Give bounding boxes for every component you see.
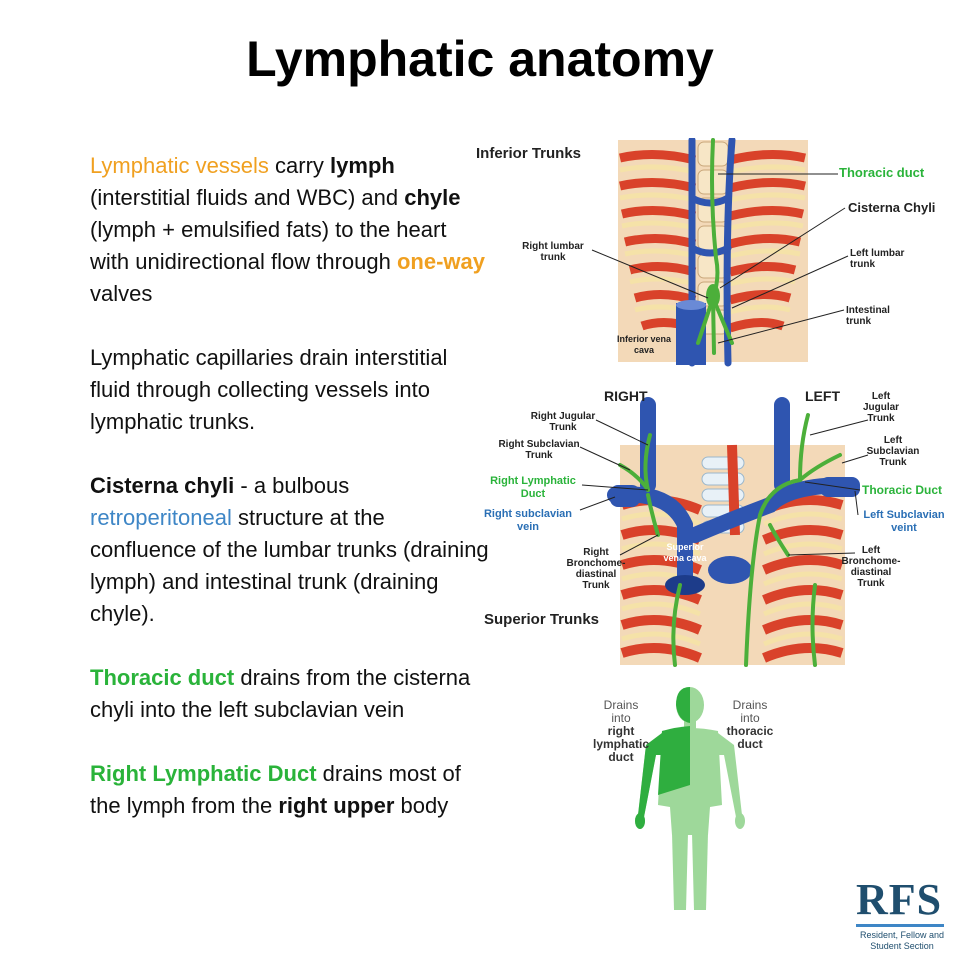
label-thoracic-duct-superior: Thoracic Duct [862, 483, 943, 497]
text-span: drains from the cisterna chyli into the … [90, 665, 471, 722]
text-span: drains most of the lymph from the [90, 761, 461, 818]
drains-left-line4: duct [737, 737, 763, 751]
term-retroperitoneal: retroperitoneal [90, 505, 232, 530]
label-left-subclavian-vein: Left Subclavian veint [863, 509, 945, 534]
label-cisterna-chyli: Cisterna Chyli [848, 200, 936, 215]
label-right-lymphatic-duct: Right Lymphatic Duct [490, 475, 576, 500]
term-lymphatic-vessels: Lymphatic vessels [90, 153, 269, 178]
label-drains-right: Drains into right lymphatic duct [586, 699, 656, 764]
label-right-subclavian-vein: Right subclavian vein [483, 508, 573, 533]
label-intestinal-trunk: Intestinal trunk [846, 305, 890, 327]
body-silhouette [635, 687, 745, 910]
term-cisterna-chyli: Cisterna chyli [90, 473, 235, 498]
label-drains-left: Drains into thoracic duct [718, 699, 782, 751]
figure-body-drainage: Drains into right lymphatic duct Drains … [580, 685, 800, 920]
label-right-lumbar-trunk: Right lumbar trunk [522, 241, 584, 263]
drains-right-line4: lymphatic [592, 737, 649, 751]
paragraph-lymphatic-vessels: Lymphatic vessels carry lymph (interstit… [90, 150, 490, 310]
page-title: Lymphatic anatomy [246, 31, 714, 87]
drains-right-line3: right [607, 724, 635, 738]
label-left-jugular-trunk: Left Jugular Trunk [862, 391, 900, 424]
text-column: Lymphatic vessels carry lymph (interstit… [90, 150, 490, 854]
paragraph-thoracic-duct: Thoracic duct drains from the cisterna c… [90, 662, 490, 726]
term-chyle: chyle [404, 185, 461, 210]
superior-trunks-illustration [579, 397, 869, 667]
inferior-trunks-illustration [591, 138, 849, 367]
drains-left-line1: Drains [732, 698, 768, 712]
label-right-bronchomediastinal-trunk: Right Bronchome-diastinal Trunk [566, 547, 626, 591]
logo-text: RFS [856, 875, 943, 924]
term-one-way: one-way [396, 249, 485, 274]
label-right-jugular-trunk: Right Jugular Trunk [530, 411, 596, 433]
label-superior-trunks: Superior Trunks [484, 611, 600, 628]
figure-inferior-trunks: Inferior Trunks Thoracic duct Cisterna C… [470, 138, 940, 368]
rfs-logo: RFS Resident, Fellow and Student Section [856, 878, 948, 952]
logo-subtitle-1: Resident, Fellow and [859, 930, 945, 940]
label-left-subclavian-trunk: Left Subclavian Trunk [866, 435, 920, 468]
text-span: - a bulbous [234, 473, 350, 498]
paragraph-right-lymphatic-duct: Right Lymphatic Duct drains most of the … [90, 758, 490, 822]
label-left-bronchomediastinal-trunk: Left Bronchome-diastinal Trunk [841, 545, 901, 589]
term-lymph: lymph [330, 153, 395, 178]
term-thoracic-duct: Thoracic duct [90, 665, 235, 690]
text-span: structure at the confluence of the lumba… [90, 505, 489, 626]
paragraph-cisterna-chyli: Cisterna chyli - a bulbous retroperitone… [90, 470, 490, 630]
term-right-upper: right upper [278, 793, 395, 818]
text-span: carry [268, 153, 331, 178]
paragraph-capillaries: Lymphatic capillaries drain interstitial… [90, 342, 490, 438]
drains-right-line1: Drains [603, 698, 639, 712]
drains-left-line2: into [740, 711, 760, 725]
label-thoracic-duct: Thoracic duct [839, 165, 925, 180]
text-span: (interstitial fluids and WBC) and [90, 185, 405, 210]
text-span: (lymph + emulsified fats) to the heart w… [90, 217, 447, 274]
term-right-lymphatic-duct: Right Lymphatic Duct [90, 761, 317, 786]
drains-right-line5: duct [608, 750, 634, 764]
label-right-subclavian-trunk: Right Subclavian Trunk [498, 439, 580, 461]
text-span: body [394, 793, 449, 818]
drains-right-line2: into [611, 711, 631, 725]
label-right-side: RIGHT [604, 388, 648, 404]
logo-divider [856, 924, 944, 927]
label-inferior-vena-cava: Inferior vena cava [616, 334, 672, 355]
label-left-lumbar-trunk: Left lumbar trunk [850, 248, 905, 270]
drains-left-line3: thoracic [726, 724, 774, 738]
label-superior-vena-cava: Superior vena cava [663, 542, 707, 563]
label-inferior-trunks: Inferior Trunks [476, 145, 582, 162]
text-span: Lymphatic capillaries drain interstitial… [90, 345, 448, 434]
text-span: valves [90, 281, 153, 306]
label-left-side: LEFT [805, 388, 840, 404]
figure-superior-trunks: RIGHT LEFT Right Jugular Trunk Right Sub… [470, 385, 960, 670]
logo-subtitle-2: Student Section [870, 941, 934, 951]
